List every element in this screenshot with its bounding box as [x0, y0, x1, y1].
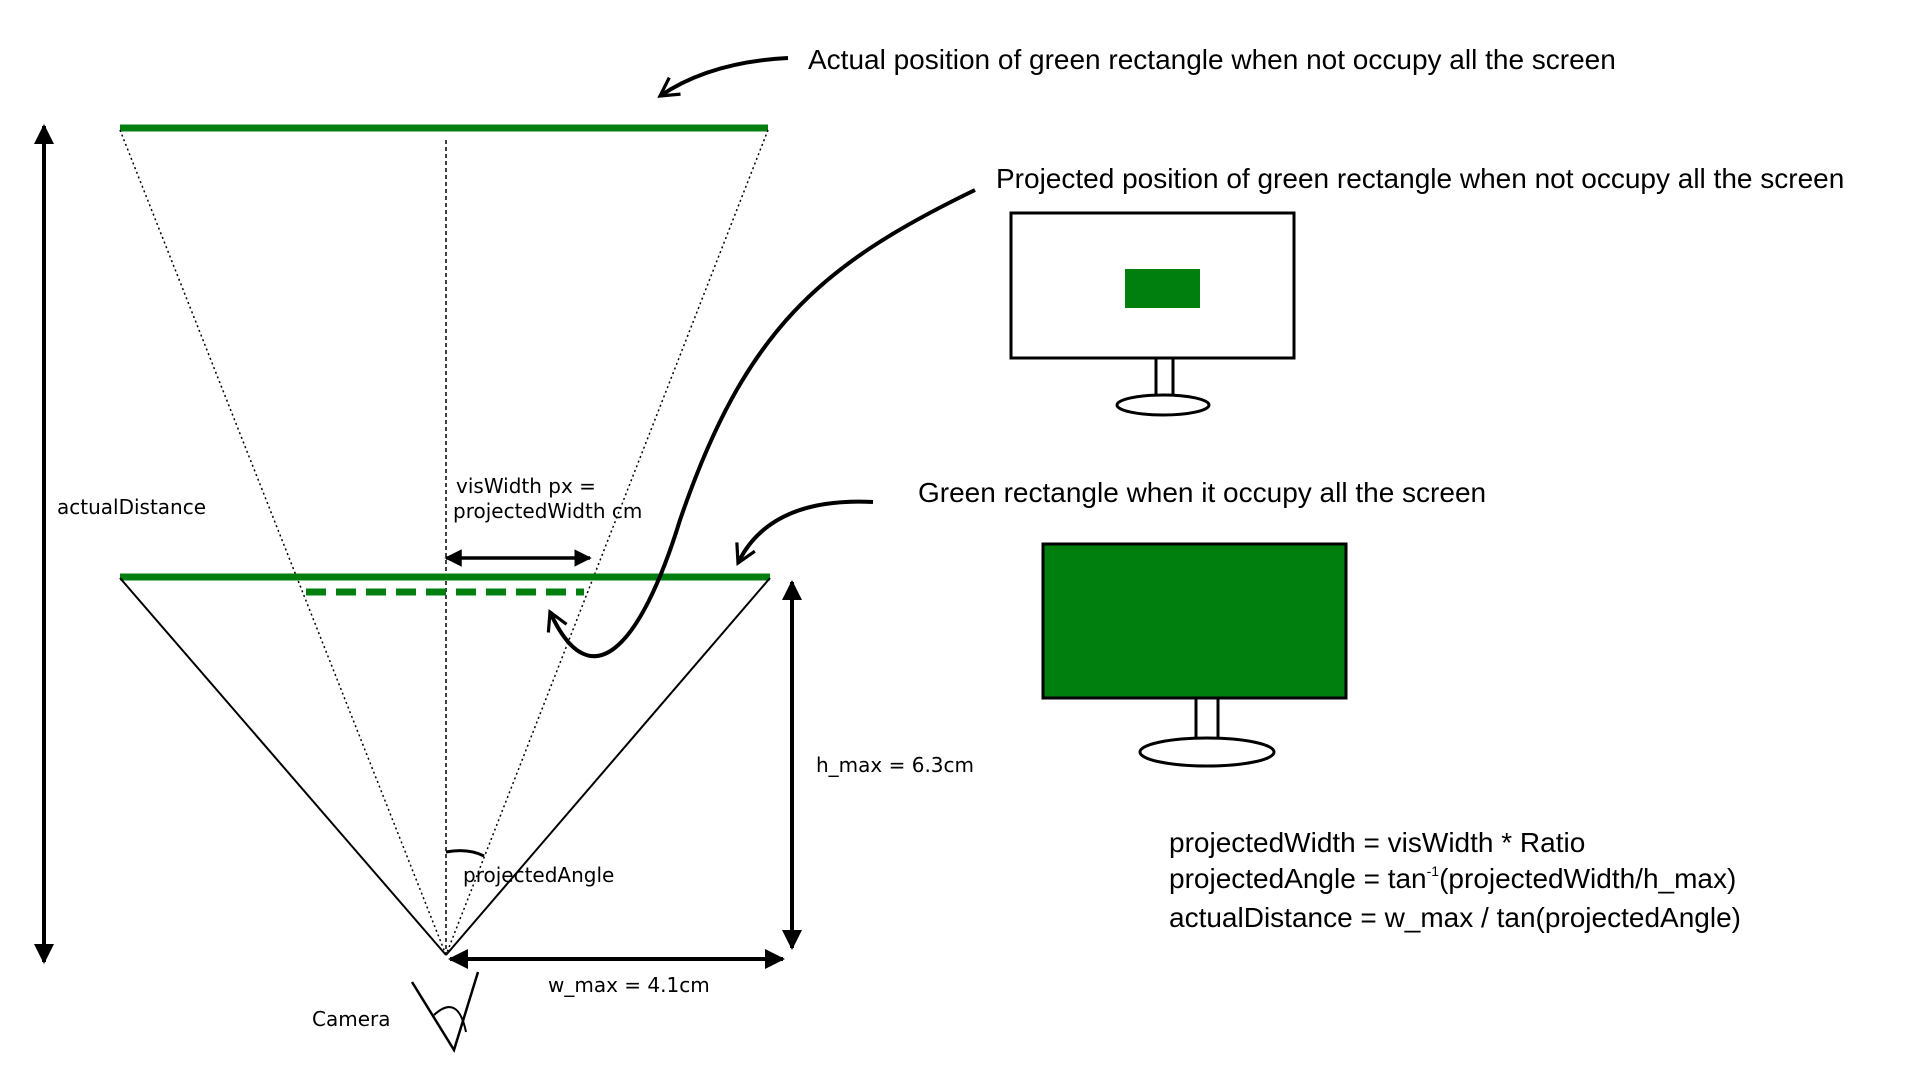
camera-eye-icon	[410, 971, 480, 1054]
formula-projected-angle: projectedAngle = tan-1(projectedWidth/h_…	[1169, 863, 1736, 894]
formula-projected-angle-sup: -1	[1427, 863, 1440, 879]
projection-line-left	[119, 129, 447, 956]
projected-position-pointer-arrow	[546, 188, 976, 659]
projection-line-right	[445, 129, 769, 956]
h-max-label: h_max = 6.3cm	[816, 753, 974, 777]
formula-projected-angle-pre: projectedAngle = tan	[1169, 863, 1427, 894]
fov-line-left	[119, 577, 447, 956]
projected-position-label: Projected position of green rectangle wh…	[996, 163, 1844, 194]
vis-width-label-line1: visWidth px =	[456, 474, 596, 498]
vis-width-label-line2: projectedWidth cm	[453, 499, 642, 523]
formula-projected-angle-post: (projectedWidth/h_max)	[1439, 863, 1736, 894]
actual-position-label: Actual position of green rectangle when …	[808, 44, 1616, 75]
projected-angle-label: projectedAngle	[463, 863, 614, 887]
formula-actual-distance: actualDistance = w_max / tan(projectedAn…	[1169, 902, 1741, 933]
formula-projected-width: projectedWidth = visWidth * Ratio	[1169, 827, 1585, 858]
fov-line-right	[445, 577, 771, 956]
actual-position-pointer-arrow	[657, 56, 789, 98]
actual-distance-label: actualDistance	[57, 495, 206, 519]
w-max-label: w_max = 4.1cm	[548, 973, 710, 997]
projected-angle-arc	[445, 849, 485, 858]
full-screen-pointer-arrow	[735, 499, 874, 566]
camera-label: Camera	[312, 1007, 391, 1031]
monitor-small-rect-icon	[1009, 211, 1296, 417]
full-screen-label: Green rectangle when it occupy all the s…	[918, 477, 1486, 508]
monitor-full-green-icon	[1041, 542, 1348, 768]
